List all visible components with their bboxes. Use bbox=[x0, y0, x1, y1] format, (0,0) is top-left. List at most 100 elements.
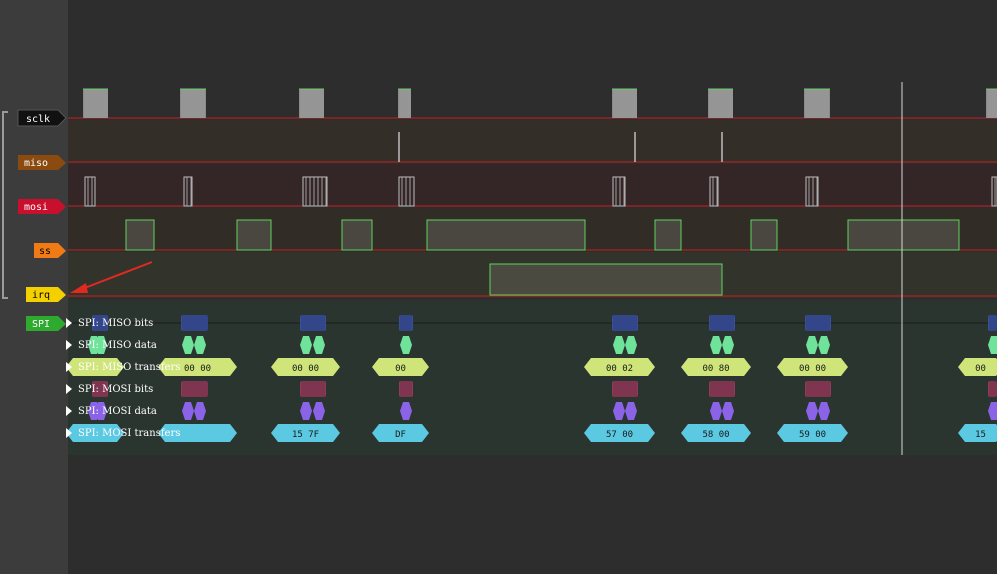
mosi-transfer: 15 7F bbox=[271, 424, 340, 442]
mosi-pulse bbox=[183, 176, 193, 207]
decoder-row-miso-data[interactable]: SPI: MISO data bbox=[66, 336, 157, 354]
transfer-value: 59 00 bbox=[799, 430, 826, 440]
waveform-canvas[interactable]: 00 00 00 00 00 00 02 00 80 00 00 00 15 7F DF 57 0… bbox=[68, 0, 997, 574]
miso-data-byte bbox=[806, 336, 818, 354]
decoder-row-label: SPI: MOSI bits bbox=[78, 383, 154, 395]
mosi-pulse bbox=[709, 176, 719, 207]
miso-data-byte bbox=[613, 336, 625, 354]
miso-trace bbox=[398, 132, 723, 162]
miso-transfer: 00 00 bbox=[777, 358, 848, 376]
decoder-row-label: SPI: MOSI transfers bbox=[78, 427, 181, 439]
mosi-transfer: 58 00 bbox=[681, 424, 751, 442]
mosi-data-byte bbox=[722, 402, 734, 420]
mosi-bits-block bbox=[805, 381, 831, 397]
mosi-trace bbox=[84, 176, 997, 207]
miso-bits-block bbox=[988, 315, 997, 331]
mosi-data-byte bbox=[400, 402, 412, 420]
transfer-value: 57 00 bbox=[606, 430, 633, 440]
sclk-burst bbox=[986, 88, 997, 118]
row-background bbox=[68, 120, 997, 162]
sclk-burst bbox=[708, 88, 733, 118]
miso-transfer: 00 02 bbox=[584, 358, 655, 376]
mosi-data-byte bbox=[194, 402, 206, 420]
miso-data-byte bbox=[722, 336, 734, 354]
ss-high-pulse bbox=[750, 219, 778, 251]
mosi-bits-block bbox=[612, 381, 638, 397]
decoder-row-label: SPI: MISO data bbox=[78, 339, 157, 351]
miso-bits-block bbox=[805, 315, 831, 331]
ss-high-pulse bbox=[654, 219, 682, 251]
mosi-bits-block bbox=[399, 381, 413, 397]
mosi-transfer bbox=[158, 424, 237, 442]
miso-transfer: 00 bbox=[372, 358, 429, 376]
sclk-burst bbox=[398, 88, 411, 118]
miso-data-byte bbox=[313, 336, 325, 354]
transfer-value: 58 00 bbox=[702, 430, 729, 440]
decoder-row-miso-transfers[interactable]: SPI: MISO transfers bbox=[66, 358, 180, 376]
miso-data-byte bbox=[400, 336, 412, 354]
transfer-value: 00 00 bbox=[292, 364, 319, 374]
miso-transfer: 00 bbox=[958, 358, 997, 376]
decoder-row-miso-bits[interactable]: SPI: MISO bits bbox=[66, 314, 153, 332]
transfer-value: 00 00 bbox=[799, 364, 826, 374]
expand-triangle-icon[interactable] bbox=[66, 384, 72, 394]
transfer-value: 15 7F bbox=[292, 430, 319, 440]
mosi-data-byte bbox=[818, 402, 830, 420]
decoder-row-mosi-transfers[interactable]: SPI: MOSI transfers bbox=[66, 424, 180, 442]
mosi-data-byte bbox=[625, 402, 637, 420]
expand-triangle-icon[interactable] bbox=[66, 406, 72, 416]
miso-data-byte bbox=[182, 336, 194, 354]
mosi-data-byte bbox=[988, 402, 997, 420]
expand-triangle-icon[interactable] bbox=[66, 318, 72, 328]
mosi-pulse bbox=[84, 176, 96, 207]
miso-data-byte bbox=[710, 336, 722, 354]
decoder-area: 00 00 00 00 00 00 02 00 80 00 00 00 15 7F DF 57 0… bbox=[68, 315, 997, 442]
mosi-pulse bbox=[805, 176, 819, 207]
transfer-value: 00 02 bbox=[606, 364, 633, 374]
ss-high-pulse bbox=[125, 219, 155, 251]
miso-bits-block bbox=[181, 315, 208, 331]
expand-triangle-icon[interactable] bbox=[66, 362, 72, 372]
ss-trace bbox=[125, 219, 960, 251]
decoder-row-label: SPI: MOSI data bbox=[78, 405, 157, 417]
expand-triangle-icon[interactable] bbox=[66, 340, 72, 350]
miso-transfer bbox=[68, 358, 124, 376]
miso-bits-block bbox=[612, 315, 638, 331]
miso-transfer: 00 00 bbox=[158, 358, 237, 376]
mosi-data-byte bbox=[613, 402, 625, 420]
transfer-value: 00 bbox=[975, 364, 986, 374]
miso-bits-block bbox=[92, 315, 108, 331]
mosi-transfer: 57 00 bbox=[584, 424, 655, 442]
mosi-data-byte bbox=[300, 402, 312, 420]
miso-bits-block bbox=[300, 315, 326, 331]
sclk-burst bbox=[804, 88, 830, 118]
ss-high-pulse bbox=[847, 219, 960, 251]
irq-high-pulse bbox=[489, 263, 723, 296]
transfer-value: 00 00 bbox=[184, 364, 211, 374]
channel-label-panel bbox=[0, 0, 68, 574]
ss-high-pulse bbox=[341, 219, 373, 251]
miso-bits-block bbox=[399, 315, 413, 331]
transfer-value: DF bbox=[395, 430, 406, 440]
sclk-burst bbox=[180, 88, 206, 118]
ss-high-pulse bbox=[426, 219, 586, 251]
miso-data-byte bbox=[818, 336, 830, 354]
miso-data-byte bbox=[625, 336, 637, 354]
miso-data-byte bbox=[300, 336, 312, 354]
miso-transfer: 00 80 bbox=[681, 358, 751, 376]
miso-data-byte bbox=[988, 336, 997, 354]
mosi-bits-block bbox=[709, 381, 735, 397]
mosi-pulse bbox=[991, 176, 997, 207]
decoder-row-label: SPI: MISO transfers bbox=[78, 361, 181, 373]
mosi-data-byte bbox=[313, 402, 325, 420]
mosi-data-byte bbox=[806, 402, 818, 420]
decoder-row-mosi-bits[interactable]: SPI: MOSI bits bbox=[66, 380, 153, 398]
ss-high-pulse bbox=[236, 219, 272, 251]
expand-triangle-icon[interactable] bbox=[66, 428, 72, 438]
mosi-bits-block bbox=[181, 381, 208, 397]
row-background bbox=[68, 164, 997, 206]
mosi-pulse bbox=[302, 176, 328, 207]
sclk-burst bbox=[612, 88, 637, 118]
decoder-row-mosi-data[interactable]: SPI: MOSI data bbox=[66, 402, 157, 420]
mosi-transfer: 15 bbox=[958, 424, 997, 442]
